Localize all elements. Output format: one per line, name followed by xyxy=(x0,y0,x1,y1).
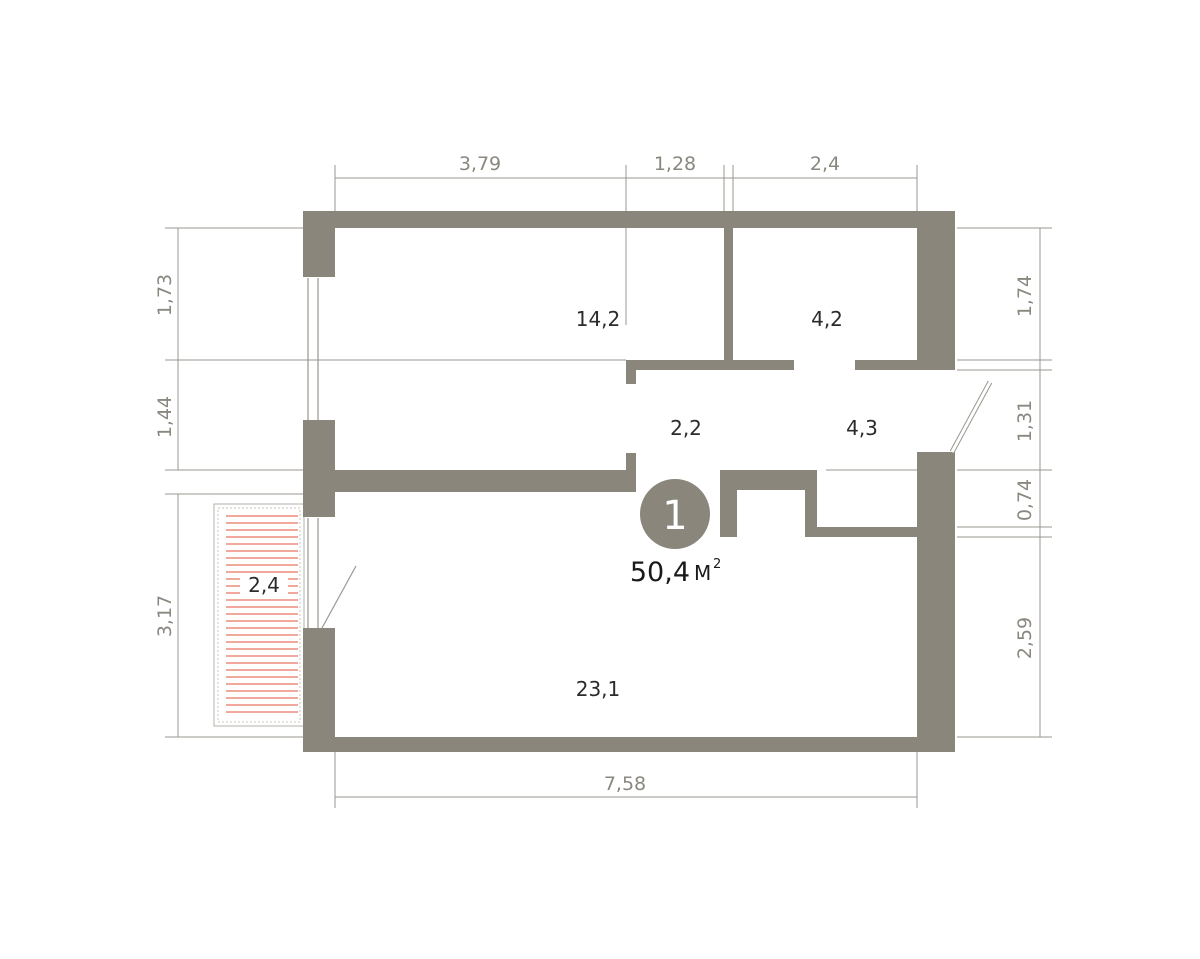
dim-top-2: 1,28 xyxy=(654,153,696,175)
dim-right-4: 2,59 xyxy=(1014,617,1036,659)
room-area-hall-right: 4,3 xyxy=(846,416,878,440)
room-area-hall-left: 2,2 xyxy=(670,416,702,440)
total-area-unit: М xyxy=(694,561,711,585)
dim-right-3: 0,74 xyxy=(1014,479,1036,521)
total-area-value: 50,4 xyxy=(630,557,690,588)
room-area-balcony: 2,4 xyxy=(248,573,280,597)
doors xyxy=(321,380,993,629)
total-area: 50,4 М 2 xyxy=(630,557,721,588)
dimension-lines xyxy=(165,165,1052,808)
windows xyxy=(307,278,319,628)
badge-circle xyxy=(640,479,710,549)
room-area-top-right: 4,2 xyxy=(811,307,843,331)
apartment-badge: 1 xyxy=(640,479,710,549)
dim-left-2: 1,44 xyxy=(154,396,176,438)
dimension-labels: 3,79 1,28 2,4 7,58 1,73 1,44 3,17 1,74 1… xyxy=(154,153,1036,795)
room-area-top-left: 14,2 xyxy=(576,307,621,331)
dim-left-1: 1,73 xyxy=(154,274,176,316)
dim-left-3: 3,17 xyxy=(154,595,176,637)
total-area-unit-power: 2 xyxy=(713,557,721,572)
balcony xyxy=(213,503,305,727)
dim-right-2: 1,31 xyxy=(1014,400,1036,442)
room-area-main: 23,1 xyxy=(576,677,621,701)
walls xyxy=(303,211,955,752)
dim-right-1: 1,74 xyxy=(1014,275,1036,317)
apartment-number: 1 xyxy=(662,493,687,539)
room-labels: 14,2 4,2 2,2 4,3 23,1 2,4 xyxy=(248,307,878,701)
dim-bottom-1: 7,58 xyxy=(604,773,646,795)
dim-top-3: 2,4 xyxy=(810,153,840,175)
balcony-hatch xyxy=(226,515,298,713)
dim-top-1: 3,79 xyxy=(459,153,501,175)
